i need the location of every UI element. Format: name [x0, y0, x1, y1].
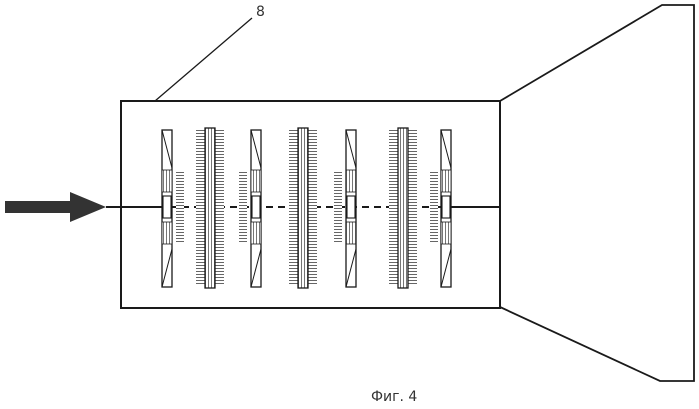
disc-bore-2 [252, 196, 260, 218]
leader-line [155, 18, 252, 101]
disc-hub-upper-1 [162, 170, 172, 192]
blade-rim-2 [298, 128, 308, 288]
disc-hub-upper-2 [251, 170, 261, 192]
disc-hub-upper-4 [441, 170, 451, 192]
figure-caption: Фиг. 4 [371, 389, 417, 405]
guide-vane-4 [430, 172, 438, 244]
disc-hub-lower-1 [162, 222, 172, 244]
guide-vane-2 [239, 172, 247, 244]
blade-rim-3 [398, 128, 408, 288]
disc-hub-upper-3 [346, 170, 356, 192]
disc-hub-lower-4 [441, 222, 451, 244]
disc-hub-lower-3 [346, 222, 356, 244]
blade-rim-1 [205, 128, 215, 288]
disc-bore-1 [163, 196, 171, 218]
disc-hub-lower-2 [251, 222, 261, 244]
diffuser-cone [500, 5, 694, 381]
guide-vane-1 [176, 172, 184, 244]
disc-bore-4 [442, 196, 450, 218]
reference-label-8: 8 [256, 4, 265, 20]
guide-vane-3 [334, 172, 342, 244]
flow-arrow-icon [5, 192, 106, 222]
disc-bore-3 [347, 196, 355, 218]
stage-assembly [162, 128, 451, 288]
